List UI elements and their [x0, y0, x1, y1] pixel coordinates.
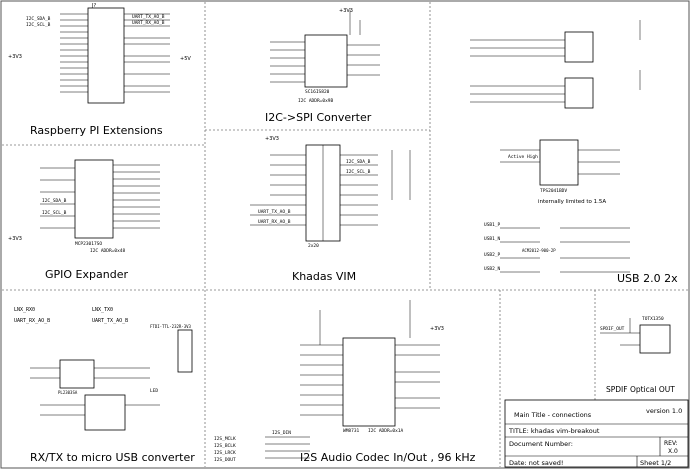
khadas-net-rx: UART_RX_AO_B	[258, 219, 291, 225]
title-block: Main Title - connections version 1.0 TIT…	[504, 399, 689, 468]
i2c-spi-pwr: +3V3	[339, 8, 353, 14]
title-name: TITLE: khadas vim-breakout	[508, 427, 600, 435]
rpi-header-ref: J?	[91, 3, 96, 9]
gpio-ic-body	[74, 159, 114, 239]
khadas-net-sda: I2C_SDA_B	[346, 159, 371, 165]
rpi-net-sda: I2C_SDA_B	[26, 16, 51, 22]
rxtx-net-lnx-tx: LNX_TX0	[92, 307, 113, 313]
gpio-section: I2C_SDA_B I2C_SCL_B MCP23017SO I2C ADDR=…	[8, 159, 160, 281]
i2s-net-dout: I2S_DOUT	[214, 457, 236, 463]
i2s-pwr: +3V3	[430, 326, 444, 332]
usb-current-note: internally limited to 1.5A	[538, 199, 606, 205]
usb-port-2	[564, 77, 594, 109]
rxtx-net-uart-tx: UART_TX_AO_B	[92, 318, 128, 324]
rpi-net-rx: UART_RX_AO_B	[132, 20, 165, 26]
title-rev-value: X.0	[668, 448, 678, 455]
section-title-gpio: GPIO Expander	[45, 268, 128, 281]
i2s-section: WM8731 I2C ADDR=0x1A I2S_MCLK I2S_BCLK I…	[214, 300, 476, 464]
gpio-net-sda: I2C_SDA_B	[42, 198, 67, 204]
usb-active-note: Active High	[508, 154, 538, 160]
title-version: version 1.0	[646, 407, 682, 415]
usb-net-1n: USB1_N	[484, 236, 501, 242]
usb-port-1	[564, 31, 594, 63]
section-title-usb: USB 2.0 2x	[617, 272, 678, 285]
title-main: Main Title - connections	[514, 411, 592, 419]
spdif-net: SPDIF_OUT	[600, 326, 625, 332]
i2c-spi-addr: I2C ADDR=0x9B	[298, 98, 334, 104]
khadas-section: +3V3 I2C_SDA_B I2C_SCL_B UART_TX_AO_B UA…	[250, 136, 411, 283]
i2s-codec-ic	[342, 337, 396, 427]
rpi-net-tx: UART_TX_AO_B	[132, 14, 165, 20]
rxtx-section: LNX_RX0 UART_RX_AO_B LNX_TX0 UART_TX_AO_…	[14, 307, 195, 464]
spdif-ic-name: TOTX1350	[642, 316, 664, 322]
section-title-rpi: Raspberry PI Extensions	[30, 124, 163, 137]
khadas-conn-name: 2x20	[308, 243, 319, 249]
khadas-pwr: +3V3	[265, 136, 279, 142]
i2s-net-bclk: I2S_BCLK	[214, 443, 236, 449]
section-title-i2c-spi: I2C->SPI Converter	[265, 111, 372, 124]
usb-net-2p: USB2_P	[484, 252, 501, 258]
i2c-spi-section: SC16IS820 I2C ADDR=0x9B +3V3 I2C->SPI Co…	[265, 8, 380, 124]
gpio-net-scl: I2C_SCL_B	[42, 210, 67, 216]
i2s-net-din: I2S_DIN	[272, 430, 291, 436]
rpi-pwr: +3V3	[8, 54, 22, 60]
gpio-addr: I2C ADDR=0x48	[90, 248, 126, 254]
section-title-i2s: I2S Audio Codec In/Out , 96 kHz	[300, 451, 476, 464]
spdif-section: SPDIF_OUT TOTX1350 SPDIF Optical OUT	[600, 316, 675, 394]
i2s-net-lrck: I2S_LRCK	[214, 450, 236, 456]
title-doc-number: Document Number:	[509, 440, 573, 448]
title-sheet: Sheet 1/2	[640, 459, 671, 467]
i2s-net-mclk: I2S_MCLK	[214, 436, 236, 442]
usb-ic-name: TPS2041BDV	[540, 188, 567, 194]
rxtx-net-uart-rx: UART_RX_AO_B	[14, 318, 50, 324]
rxtx-usb-connector	[84, 394, 126, 431]
title-date: Date: not saved!	[509, 459, 563, 467]
i2s-codec-name: WM8731	[343, 428, 360, 434]
rpi-section: J? I2C_SDA_B I2C_SCL_B UART_TX_AO_B UART…	[8, 3, 191, 137]
rxtx-cable-header	[177, 329, 193, 373]
usb-net-2n: USB2_N	[484, 266, 501, 272]
usb-power-ic	[539, 139, 579, 186]
usb-section: Active High TPS2041BDV internally limite…	[470, 20, 678, 285]
rxtx-cable-name: FTDI-TTL-232R-3V3	[150, 324, 192, 329]
rpi-header	[87, 7, 125, 104]
i2c-spi-ic-body	[304, 34, 348, 88]
gpio-ic-name: MCP23017SO	[75, 241, 102, 247]
section-title-spdif: SPDIF Optical OUT	[606, 385, 675, 394]
rxtx-led: LED	[150, 388, 158, 394]
usb-net-1p: USB1_P	[484, 222, 501, 228]
i2s-codec-addr: I2C ADDR=0x1A	[368, 428, 404, 434]
khadas-net-tx: UART_TX_AO_B	[258, 209, 291, 215]
spdif-ic-body	[639, 324, 671, 354]
usb-choke-name: ACM2012-900-2P	[522, 248, 556, 253]
rxtx-net-lnx-rx: LNX_RX0	[14, 307, 35, 313]
title-rev-label: REV:	[664, 440, 678, 447]
section-title-khadas: Khadas VIM	[292, 270, 356, 283]
section-title-rxtx: RX/TX to micro USB converter	[30, 451, 195, 464]
rxtx-uart-ic	[59, 359, 95, 389]
rpi-pwr-5v: +5V	[180, 56, 191, 62]
rpi-net-scl: I2C_SCL_B	[26, 22, 51, 28]
rxtx-uart-ic-name: PL2303SA	[58, 390, 78, 395]
khadas-net-scl: I2C_SCL_B	[346, 169, 371, 175]
gpio-pwr: +3V3	[8, 236, 22, 242]
i2c-spi-ic-name: SC16IS820	[305, 89, 330, 95]
